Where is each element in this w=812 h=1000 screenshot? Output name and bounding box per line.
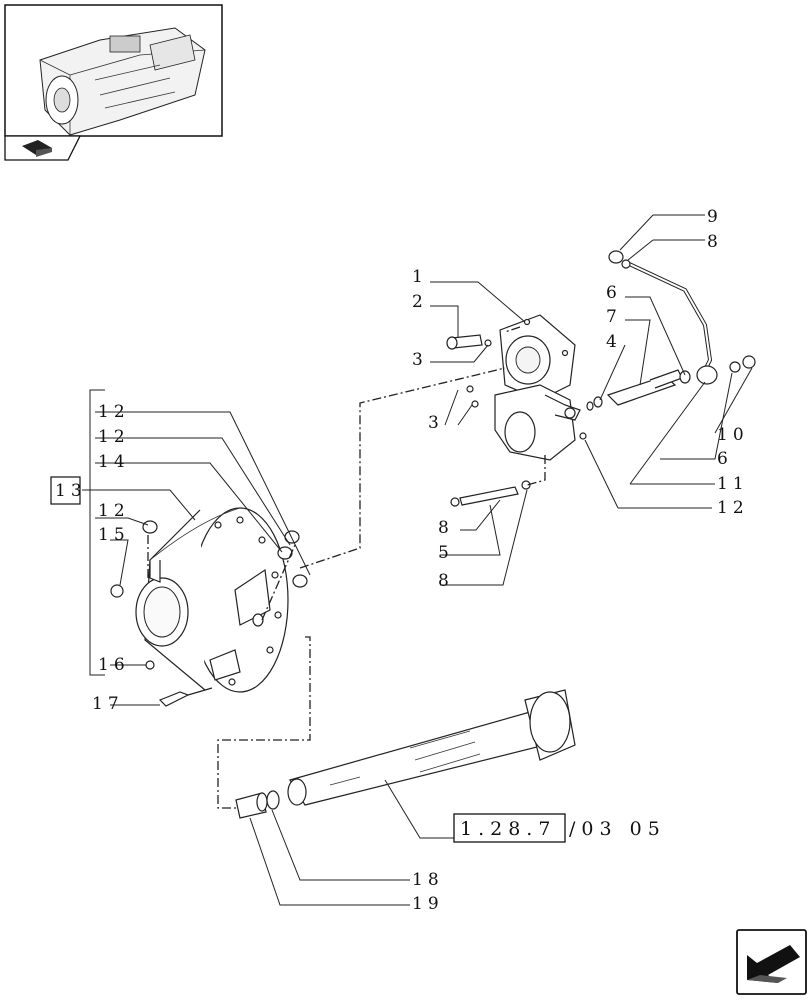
- reference-box: [453, 813, 566, 843]
- callout-12: 12: [98, 402, 130, 422]
- callout-10: 10: [717, 425, 749, 445]
- callout-11: 11: [717, 474, 749, 494]
- top-cover-part-1: [499, 314, 576, 401]
- callout-13-box: [50, 476, 81, 505]
- callout-12: 12: [98, 501, 130, 521]
- callout-17: 17: [92, 694, 124, 714]
- callout-15: 15: [98, 525, 130, 545]
- callout-3: 3: [428, 413, 444, 433]
- callout-12: 12: [717, 498, 749, 518]
- next-page-arrow-icon[interactable]: [736, 929, 807, 995]
- pipe-part-11: [608, 250, 756, 385]
- manual-book-icon[interactable]: [4, 135, 82, 161]
- callout-5: 5: [438, 543, 454, 563]
- callout-16: 16: [98, 655, 130, 675]
- callout-1: 1: [412, 267, 428, 287]
- ring-part-18: [266, 790, 280, 810]
- callout-8: 8: [438, 518, 454, 538]
- reference-part-number: 1.28.7: [460, 818, 556, 840]
- bushing-part-19: [235, 792, 268, 819]
- tractor-transmission-thumbnail: [39, 27, 206, 136]
- callout-14: 14: [98, 452, 130, 472]
- group-bracket: [89, 389, 105, 676]
- callout-labels: 1 2 3 3 6 7 4 9 8 10 6 11 12 8 5 8 12 12…: [50, 207, 749, 914]
- callout-13: 13: [55, 481, 87, 501]
- pto-shaft: [287, 689, 576, 806]
- callout-6: 6: [606, 283, 622, 303]
- callout-18: 18: [412, 870, 444, 890]
- reference-suffix: /03 05: [569, 818, 666, 840]
- callout-9: 9: [707, 207, 723, 227]
- callout-4: 4: [606, 332, 622, 352]
- spool-valve-part-4-7: [579, 369, 691, 440]
- callout-2: 2: [412, 292, 428, 312]
- cross-reference[interactable]: 1.28.7 /03 05: [453, 813, 666, 843]
- bolt-part-2: [446, 334, 492, 350]
- rear-housing-part-13: [135, 507, 289, 693]
- callout-8: 8: [707, 232, 723, 252]
- o-rings-part-3: [466, 385, 479, 408]
- thumbnail-frame[interactable]: [4, 4, 223, 137]
- callout-6: 6: [717, 449, 733, 469]
- pin-part-5: [450, 480, 531, 507]
- callout-8: 8: [438, 571, 454, 591]
- fittings-left: [110, 520, 308, 707]
- callout-12: 12: [98, 427, 130, 447]
- callout-19: 19: [412, 894, 444, 914]
- leader-lines: [82, 214, 753, 906]
- valve-body: [494, 384, 581, 461]
- callout-7: 7: [606, 307, 622, 327]
- callout-3: 3: [412, 350, 428, 370]
